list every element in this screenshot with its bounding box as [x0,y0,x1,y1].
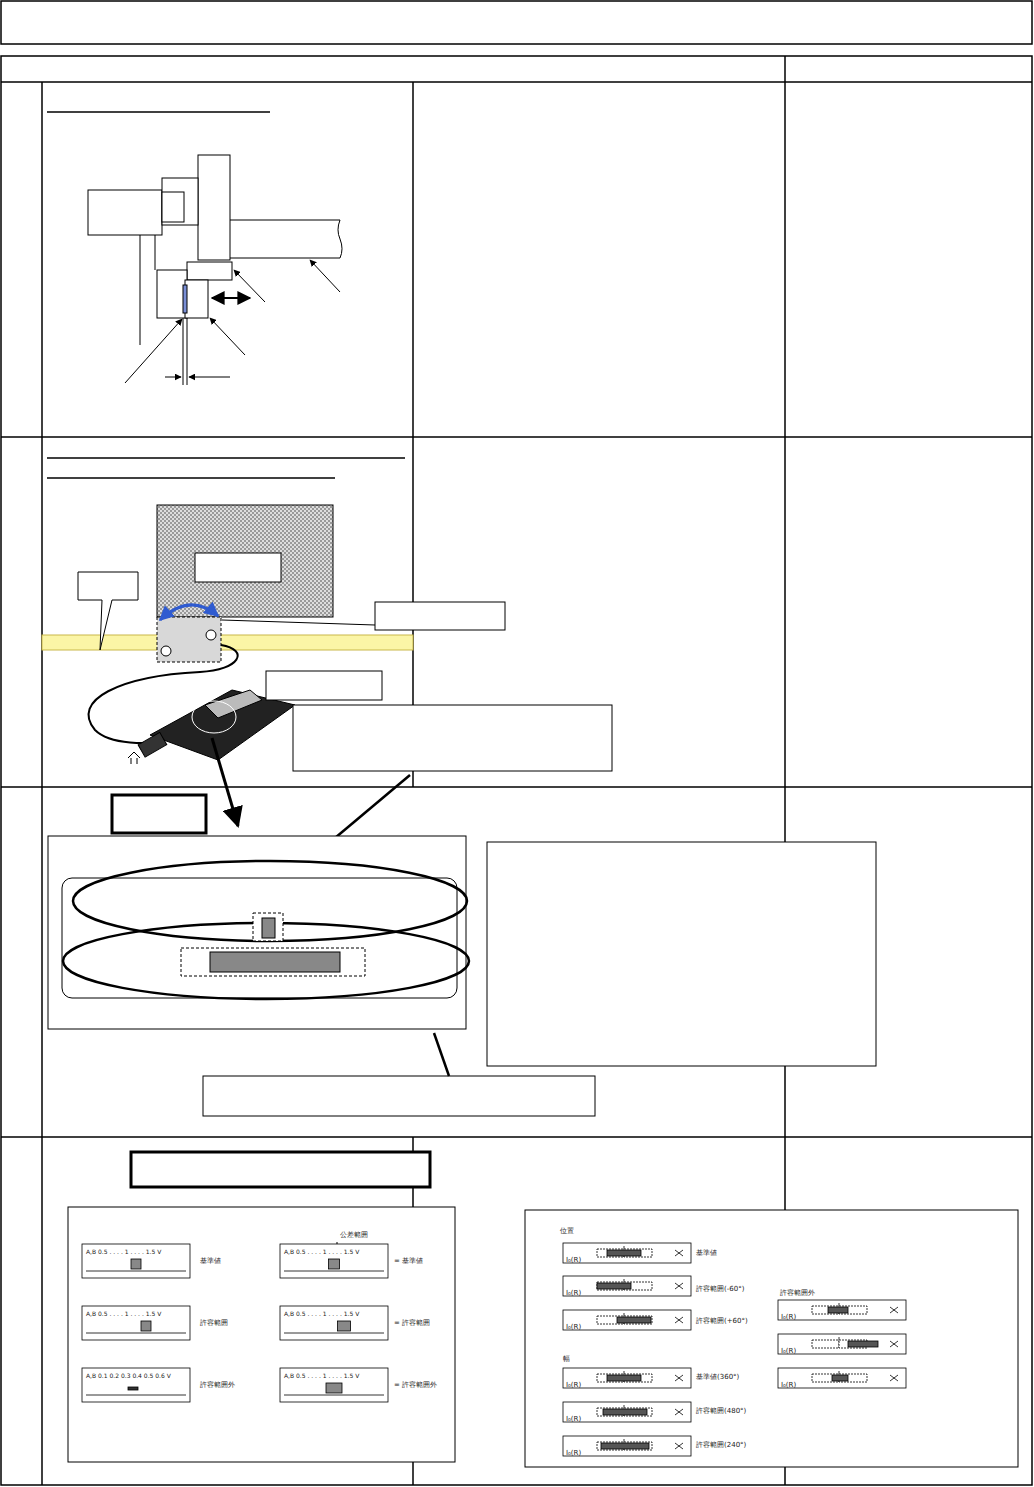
display-part [280,1368,388,1402]
display-part [280,1306,388,1340]
display-caption: 許容範囲 [200,1320,228,1327]
display-caption: 基準値(360°) [696,1374,739,1381]
display-part [563,1310,691,1330]
display-line [890,1307,898,1313]
display-caption: = 許容範囲外 [394,1382,437,1389]
display-line [890,1375,898,1381]
signal-name: I₀(R) [566,1290,581,1297]
display-part [778,1300,906,1320]
display-line [675,1443,683,1449]
display-line [624,1246,625,1249]
display-part [778,1368,906,1388]
display-caption: 基準値 [200,1258,221,1265]
display-caption: 許容範囲外 [780,1290,815,1297]
meter-scale: A,B 0.5 . . . . 1 . . . . 1.5 V [86,1249,161,1255]
meter-scale: A,B 0.5 . . . . 1 . . . . 1.5 V [284,1311,359,1317]
display-line [284,1333,384,1334]
display-line [675,1250,683,1256]
display-line [890,1341,898,1347]
display-caption: = 許容範囲 [394,1320,430,1327]
display-line [839,1303,840,1306]
display-line [675,1409,683,1415]
display-line [624,1313,625,1316]
display-part [280,1244,388,1278]
display-line [890,1375,898,1381]
display-part [603,1409,647,1415]
signal-name: I₀(R) [781,1314,796,1321]
display-line [86,1271,186,1272]
display-line [284,1395,384,1396]
display-line [675,1375,683,1381]
meter-scale: A,B 0.1 0.2 0.3 0.4 0.5 0.6 V [86,1373,171,1379]
display-caption: 許容範囲(+60°) [696,1318,748,1325]
display-caption: 公差範囲 [340,1232,368,1239]
display-part [82,1306,190,1340]
display-caption: = 基準値 [394,1258,423,1265]
meter-scale: A,B 0.5 . . . . 1 . . . . 1.5 V [284,1373,359,1379]
display-part [601,1443,649,1449]
display-part [82,1368,190,1402]
meter-scale: A,B 0.5 . . . . 1 . . . . 1.5 V [86,1311,161,1317]
display-caption: 幅 [563,1356,570,1363]
display-part [607,1375,641,1381]
display-line [675,1283,683,1289]
signal-name: I₀(R) [781,1348,796,1355]
display-line [86,1395,186,1396]
display-part [563,1402,691,1422]
display-part [848,1341,878,1347]
display-part [128,1387,138,1390]
display-part [563,1368,691,1388]
display-part [828,1307,848,1313]
display-line [86,1333,186,1334]
display-part [832,1375,848,1381]
display-part [141,1321,151,1331]
display-line [675,1443,683,1449]
signal-name: I₀(R) [566,1324,581,1331]
display-part [329,1259,340,1269]
signal-name: I₀(R) [566,1257,581,1264]
display-line [675,1283,683,1289]
display-line [624,1279,625,1282]
display-part [338,1321,351,1331]
signal-name: I₀(R) [566,1450,581,1457]
signal-name: I₀(R) [781,1382,796,1389]
display-caption: 位置 [560,1228,574,1235]
display-caption: 許容範囲(-60°) [696,1286,744,1293]
display-line [675,1409,683,1415]
display-part [326,1383,342,1393]
display-line [624,1405,625,1408]
display-part [131,1259,141,1269]
signal-name: I₀(R) [566,1382,581,1389]
display-line [839,1371,840,1374]
display-caption: 許容範囲外 [200,1382,235,1389]
display-line [839,1337,840,1340]
signal-name: I₀(R) [566,1416,581,1423]
display-part [563,1243,691,1263]
display-line [890,1307,898,1313]
display-part [597,1283,631,1289]
display-caption: 許容範囲(240°) [696,1442,746,1449]
display-line [675,1250,683,1256]
display-part [617,1317,651,1323]
display-part [778,1334,906,1354]
display-part [563,1276,691,1296]
display-part [607,1250,641,1256]
display-line [675,1317,683,1323]
display-part [563,1436,691,1456]
display-line [284,1271,384,1272]
display-part [812,1340,839,1348]
meter-scale: A,B 0.5 . . . . 1 . . . . 1.5 V [284,1249,359,1255]
display-caption: 基準値 [696,1250,717,1257]
display-line [675,1317,683,1323]
display-line [624,1371,625,1374]
display-part [82,1244,190,1278]
display-line [624,1439,625,1442]
display-caption: 許容範囲(480°) [696,1408,746,1415]
display-line [890,1341,898,1347]
display-line [675,1375,683,1381]
